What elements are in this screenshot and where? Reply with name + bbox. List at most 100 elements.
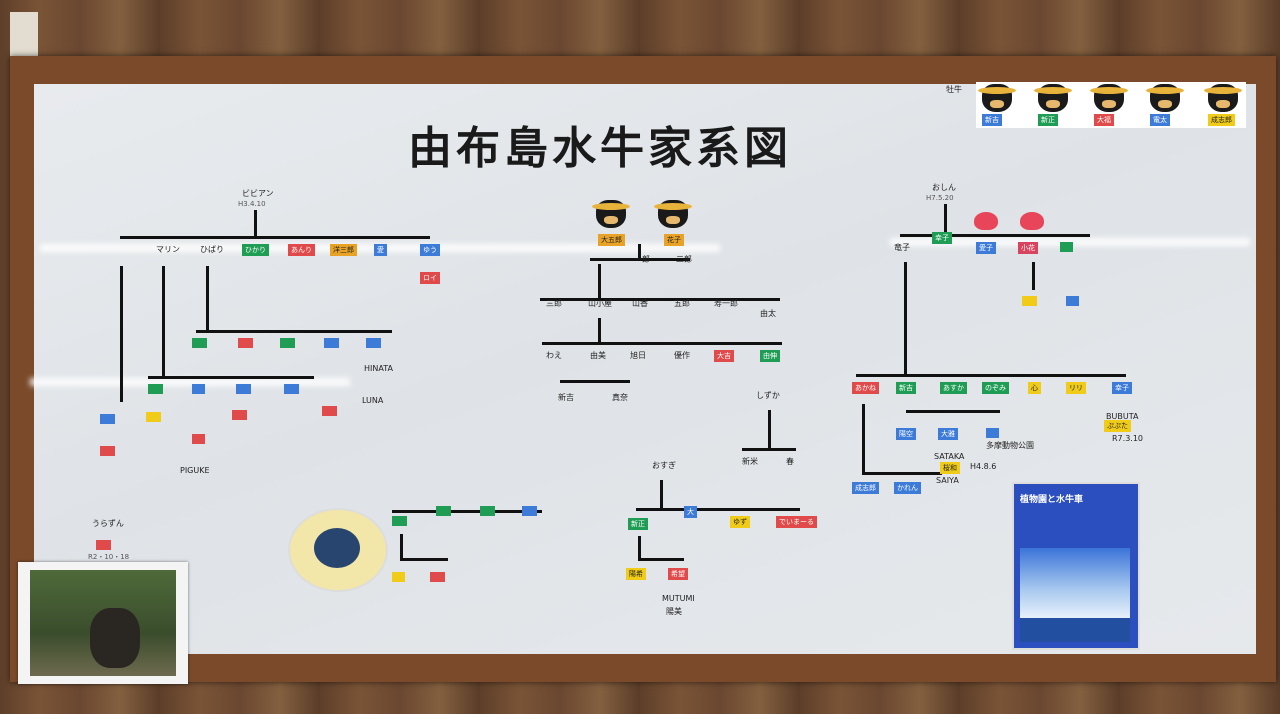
node-tag [1022, 296, 1037, 306]
kid-tag [986, 428, 999, 438]
node-tag [480, 506, 495, 516]
child-tag: 愛子 [976, 242, 996, 254]
tree-line [768, 410, 771, 450]
node-tag [232, 410, 247, 420]
tree-line [598, 318, 601, 344]
node-tag [1066, 296, 1079, 306]
poster-sea [1020, 618, 1130, 642]
tree-line [120, 236, 430, 239]
gen1-name: 二郎 [676, 255, 692, 264]
tree-line [638, 558, 684, 561]
next-tag: リリ [1066, 382, 1086, 394]
child-name: 竜子 [894, 243, 910, 252]
corner-label: 牡牛 [946, 85, 962, 94]
legend-tag: 新正 [1038, 114, 1058, 126]
light-glare [30, 378, 350, 386]
mascot-sticker [288, 508, 388, 592]
gen3-name: 旭日 [630, 351, 646, 360]
mascot-icon [314, 528, 360, 568]
gen2-name: 寿一郎 [714, 299, 738, 308]
next-tag: あすか [940, 382, 967, 394]
cow-icon [1090, 84, 1128, 112]
kid-name: 多摩動物公園 [986, 441, 1034, 450]
buffalo-figure [90, 608, 140, 668]
tree-line [904, 262, 907, 374]
child-name: ひばり [200, 245, 224, 254]
gen4-name: 新米 [742, 457, 758, 466]
gen4-name: 春 [786, 457, 794, 466]
node-tag: ロイ [420, 272, 440, 284]
tree-line [660, 480, 663, 508]
left-root: ビビアン [242, 189, 274, 198]
gen2-name: 五郎 [674, 299, 690, 308]
kid-tag: 桜和 [940, 462, 960, 474]
legend-tag: 電太 [1150, 114, 1170, 126]
tree-line [944, 204, 947, 234]
kid-tag-name: SATAKA [934, 452, 965, 461]
next-tag: のぞみ [982, 382, 1009, 394]
tree-line [560, 380, 630, 383]
gen6-name: 陽美 [666, 607, 682, 616]
next-tag: あかね [852, 382, 879, 394]
heart-icon [1020, 212, 1044, 230]
gen5-name: おすぎ [652, 461, 676, 470]
side-name: PIGUKE [180, 466, 210, 475]
node-tag [366, 338, 381, 348]
tree-line [148, 376, 314, 379]
ukokun-name: うらずん [92, 519, 124, 528]
node-tag [436, 506, 451, 516]
gen2-name: 山小屋 [588, 299, 612, 308]
gen5-tag: でいまーる [776, 516, 817, 528]
node-tag [322, 406, 337, 416]
kid-tag: 大雅 [938, 428, 958, 440]
tree-line [162, 266, 165, 376]
cow-icon [978, 84, 1016, 112]
gen2-name: 山香 [632, 299, 648, 308]
tree-line [900, 234, 1090, 237]
tree-line [862, 472, 942, 475]
child-name: マリン [156, 245, 180, 254]
kid-tag: 陽空 [896, 428, 916, 440]
kid-name: BUBUTA [1106, 412, 1139, 421]
node-tag [284, 384, 299, 394]
kid-tag: ぷぷた [1104, 420, 1131, 432]
gen3-name: 優作 [674, 351, 690, 360]
tree-line [906, 410, 1000, 413]
tree-line [1032, 262, 1035, 290]
node-tag [100, 446, 115, 456]
gen6-tag: 希望 [668, 568, 688, 580]
kid-tag: 成志郎 [852, 482, 879, 494]
cow-icon [1146, 84, 1184, 112]
tree-line [636, 508, 800, 511]
left-root-date: H3.4.10 [238, 200, 266, 208]
gen4-name: 新吉 [558, 393, 574, 402]
right-root-date: H7.5.20 [926, 194, 954, 202]
cow-icon [1034, 84, 1072, 112]
child-tag: あんり [288, 244, 315, 256]
tree-line [590, 258, 690, 261]
right-root: おしん [932, 183, 956, 192]
heart-icon [974, 212, 998, 230]
tree-line [638, 244, 641, 260]
gen5-tag: 大 [684, 506, 697, 518]
founder-tag: 花子 [664, 234, 684, 246]
tree-line [196, 330, 392, 333]
poster-sky [1020, 548, 1130, 618]
gen5-tag: 新正 [628, 518, 648, 530]
gen3-name: 由美 [590, 351, 606, 360]
tree-line [742, 448, 796, 451]
gen3-name: わえ [546, 351, 562, 360]
kid-tag-name: R7.3.10 [1112, 434, 1144, 443]
tree-line [392, 510, 542, 513]
node-tag [148, 384, 163, 394]
child-tag: 洋三郎 [330, 244, 357, 256]
cow-icon [1204, 84, 1242, 112]
tree-line [120, 266, 123, 402]
gen4-name: しずか [756, 391, 780, 400]
poster-title: 植物園と水牛車 [1020, 495, 1084, 505]
child-tag: 愛 [374, 244, 387, 256]
gen6-tag: 陽希 [626, 568, 646, 580]
tree-line [856, 374, 1126, 377]
gen3-tag: 由伸 [760, 350, 780, 362]
node-tag [392, 516, 407, 526]
